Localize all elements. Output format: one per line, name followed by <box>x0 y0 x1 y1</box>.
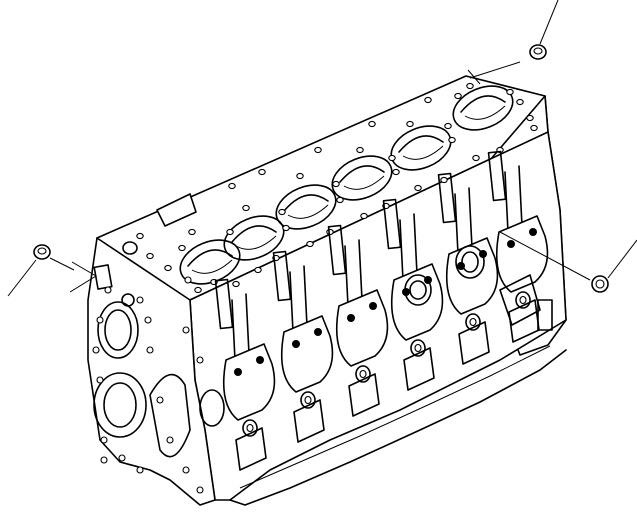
bolt-hole <box>282 224 290 232</box>
bolt-hole <box>258 168 266 176</box>
side-pocket <box>458 321 490 365</box>
bolt-hole <box>136 232 144 240</box>
bolt-hole <box>314 146 322 154</box>
cap-bolt-boss <box>410 339 426 357</box>
bolt-hole <box>100 436 108 444</box>
bolt-hole <box>232 280 240 288</box>
cylinder-bore <box>275 184 337 230</box>
bolt-hole <box>118 454 126 462</box>
bolt-hole <box>472 154 480 162</box>
bolt-hole <box>156 396 164 404</box>
plug-right <box>499 231 637 293</box>
bolt-hole <box>368 120 376 128</box>
bolt-hole <box>228 182 236 190</box>
bolt-hole <box>194 286 202 294</box>
bolt-hole <box>506 88 514 96</box>
bolt-hole <box>100 456 108 464</box>
bolt-hole <box>448 136 456 144</box>
bolt-hole <box>182 466 190 474</box>
side-slot <box>382 198 402 250</box>
cam-bore <box>97 301 139 359</box>
front-face-holes <box>92 276 204 494</box>
plug-top-right <box>467 0 559 85</box>
cylinder-bore <box>331 155 393 201</box>
bolt-hole <box>356 146 364 154</box>
bolt-hole <box>336 196 344 204</box>
crank-bore <box>93 372 147 438</box>
bolt-hole <box>444 122 452 130</box>
cap-bolt-boss <box>300 391 316 409</box>
bolt-hole <box>440 176 448 184</box>
bolt-hole <box>254 266 262 274</box>
bolt-hole <box>144 316 152 324</box>
bolt-hole <box>242 204 250 212</box>
bolt-hole <box>526 114 534 122</box>
bolt-hole <box>136 296 144 304</box>
side-pocket <box>235 427 267 471</box>
bolt-hole <box>388 154 396 162</box>
bolt-hole <box>178 244 186 252</box>
bolt-hole <box>166 436 174 444</box>
bolt-hole <box>184 276 192 284</box>
bolt-hole <box>182 326 190 334</box>
side-pocket <box>348 373 380 417</box>
bolt-hole <box>164 264 172 272</box>
crankcase-ribs <box>214 150 549 471</box>
bolt-hole <box>530 124 538 132</box>
bolt-hole <box>406 120 414 128</box>
bolt-hole <box>392 168 400 176</box>
side-slot <box>487 150 507 202</box>
rear-face-details <box>404 245 553 331</box>
deck-tab <box>156 193 197 227</box>
bolt-hole <box>424 96 432 104</box>
bolt-hole <box>146 346 154 354</box>
cap-bolt-boss <box>242 419 258 437</box>
bolt-hole <box>146 252 154 260</box>
bolt-hole <box>104 286 112 294</box>
bolt-hole <box>92 346 100 354</box>
bolt-hole <box>516 98 524 106</box>
cap-bolt-boss <box>465 313 481 331</box>
bolt-hole <box>296 172 304 180</box>
front-face-details <box>93 241 225 458</box>
side-slot <box>214 278 234 330</box>
bolt-hole <box>360 212 368 220</box>
bolt-hole <box>454 92 462 100</box>
cylinder-bores <box>179 85 514 285</box>
deck-bolt-holes <box>136 82 538 294</box>
side-pocket <box>403 347 435 391</box>
bolt-hole <box>414 184 422 192</box>
bolt-hole <box>96 316 104 324</box>
cap-bolt-boss <box>515 291 531 309</box>
cylinder-bore <box>452 85 514 131</box>
bolt-hole <box>306 240 314 248</box>
cap-bolt-boss <box>355 365 371 383</box>
bolt-hole <box>96 376 104 384</box>
bolt-hole <box>332 180 340 188</box>
bolt-hole <box>188 228 196 236</box>
side-slot <box>437 172 457 224</box>
bolt-hole <box>196 356 204 364</box>
bottom-flange <box>229 349 567 506</box>
bolt-hole <box>278 208 286 216</box>
bolt-hole <box>466 82 474 90</box>
side-pocket <box>293 399 325 443</box>
bolt-hole <box>136 466 144 474</box>
side-slot <box>272 250 292 302</box>
bolt-hole <box>226 228 234 236</box>
bolt-hole <box>196 486 204 494</box>
side-slot <box>327 224 347 276</box>
front-end-face <box>87 237 216 506</box>
plug-left <box>7 244 97 297</box>
